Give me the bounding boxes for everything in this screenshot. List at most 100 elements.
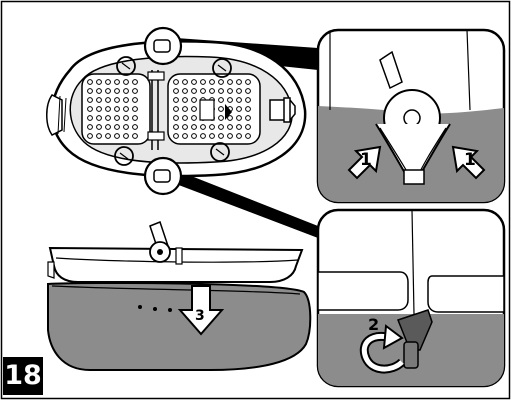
latch-circle-4: [210, 142, 230, 162]
vent-hole: [105, 106, 111, 112]
vent-hole: [96, 115, 102, 121]
vent-hole: [236, 133, 242, 139]
side-shell-top: [48, 246, 304, 283]
vent-hole: [114, 106, 120, 112]
vent-hole: [227, 88, 233, 94]
vent-hole: [236, 79, 242, 85]
squeeze-arrow-right: [451, 145, 486, 180]
zoom-panel-rotate: 2: [316, 208, 506, 388]
vent-hole: [191, 115, 197, 121]
rotate-arrow-head: [382, 324, 404, 350]
vent-hole: [105, 97, 111, 103]
vent-hole: [173, 106, 179, 112]
vent-hole: [123, 124, 129, 130]
vent-hole: [200, 124, 206, 130]
shell-seam: [411, 210, 415, 315]
side-shell-end: [47, 261, 55, 279]
callout-3: 3: [195, 308, 205, 324]
vent-hole: [236, 88, 242, 94]
vent-hole: [245, 97, 251, 103]
vent-hole: [245, 115, 251, 121]
vent-hole: [218, 79, 224, 85]
vent-hole: [114, 88, 120, 94]
vent-hole: [236, 106, 242, 112]
vent-hole: [218, 124, 224, 130]
vent-hole: [114, 79, 120, 85]
vent-hole: [123, 88, 129, 94]
vent-hole: [105, 79, 111, 85]
vent-hole: [245, 106, 251, 112]
vent-hole: [245, 88, 251, 94]
vent-hole: [87, 106, 93, 112]
vent-hole: [227, 133, 233, 139]
vent-hole: [105, 133, 111, 139]
vent-hole: [123, 133, 129, 139]
direction-marker: [225, 104, 232, 120]
vent-hole: [182, 88, 188, 94]
shell-panel-right: [427, 275, 504, 313]
vent-hole: [132, 124, 138, 130]
vent-hole: [209, 79, 215, 85]
vent-hole: [173, 124, 179, 130]
vent-hole: [87, 133, 93, 139]
vent-hole: [227, 115, 233, 121]
vent-hole: [227, 97, 233, 103]
vent-hole: [87, 97, 93, 103]
vent-hole: [173, 115, 179, 121]
center-latch: [199, 99, 215, 121]
vent-hole: [173, 97, 179, 103]
shell-edge-line-right: [466, 30, 471, 111]
zoom-panel-squeeze: 1 1: [316, 28, 506, 204]
vent-hole: [96, 124, 102, 130]
side-base: [47, 281, 312, 371]
side-base-top-edge: [51, 285, 301, 295]
vent-hole: [191, 79, 197, 85]
vent-hole: [191, 133, 197, 139]
vent-hole: [132, 97, 138, 103]
vent-hole: [200, 79, 206, 85]
latch-circle-2: [212, 58, 232, 78]
vent-hole: [123, 115, 129, 121]
latch-bottom-part: [153, 169, 171, 183]
rail-clip-bottom: [147, 131, 165, 141]
vent-hole: [200, 88, 206, 94]
vent-hole: [245, 133, 251, 139]
dot-2: [153, 307, 157, 311]
bassinet-side-view: 3: [47, 221, 312, 371]
latch-circle-marks: [119, 62, 227, 160]
vent-hole: [105, 115, 111, 121]
dot-3: [168, 308, 172, 312]
vent-hole: [87, 124, 93, 130]
vent-hole: [182, 106, 188, 112]
vent-hole: [114, 124, 120, 130]
shell-right-end: [269, 99, 296, 121]
vent-hole: [209, 88, 215, 94]
shell-left-ribs: [57, 95, 67, 135]
vent-hole: [132, 133, 138, 139]
vent-hole: [132, 106, 138, 112]
pull-down-arrow: [177, 285, 225, 336]
vent-hole: [236, 124, 242, 130]
vent-hole: [227, 79, 233, 85]
vent-hole: [218, 133, 224, 139]
vent-hole: [87, 88, 93, 94]
rotate-arrow-body: [361, 334, 404, 372]
vent-hole: [191, 97, 197, 103]
vent-hole: [218, 115, 224, 121]
latch-hub-center: [403, 109, 421, 127]
squeeze-arrow-left: [347, 145, 382, 180]
vent-hole: [182, 79, 188, 85]
vent-hole: [245, 124, 251, 130]
bassinet-bottom-view: [46, 26, 319, 238]
rail-clip-top: [147, 71, 165, 81]
vent-hole: [191, 124, 197, 130]
latch-top-part: [153, 39, 171, 53]
vent-hole: [132, 115, 138, 121]
vent-hole: [105, 124, 111, 130]
vent-hole: [114, 115, 120, 121]
step-number-badge: 18: [3, 357, 43, 395]
side-latch-center: [157, 249, 163, 255]
vent-hole: [173, 133, 179, 139]
